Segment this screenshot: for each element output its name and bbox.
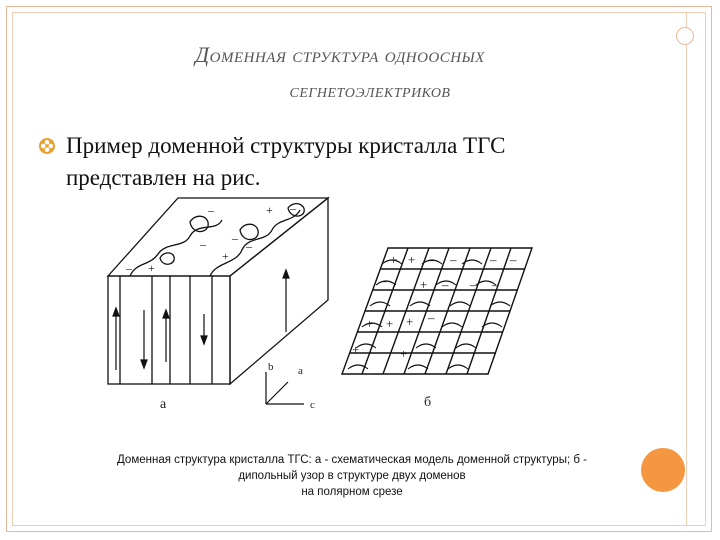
axis-triad — [265, 372, 304, 405]
caption-line-2: дипольный узор в структуре двух доменов — [238, 470, 466, 482]
svg-text:+: + — [386, 316, 393, 331]
figure-label-a: а — [160, 397, 167, 412]
axis-label-b: b — [268, 361, 274, 373]
svg-text:–: – — [427, 310, 435, 325]
crystal-side-face — [229, 196, 329, 386]
dipole-arcs — [347, 259, 511, 370]
slide-frame-inner — [12, 12, 706, 526]
crystal-block-diagram — [106, 196, 330, 386]
svg-text:–: – — [289, 201, 297, 215]
decorative-circle-bottom — [641, 448, 685, 492]
svg-text:+: + — [406, 314, 413, 329]
body-line-1: Пример доменной структуры кристалла ТГС — [66, 133, 506, 158]
svg-text:–: – — [245, 239, 253, 253]
svg-text:+: + — [222, 249, 229, 263]
slide-title-line2: сегнетоэлектриков — [289, 80, 451, 102]
figure-label-b: б — [424, 395, 431, 410]
body-line-2: представлен на рис. — [66, 165, 261, 190]
dipole-grid — [340, 247, 533, 375]
svg-text:+: + — [352, 342, 359, 357]
axis-label-c: c — [310, 399, 315, 411]
svg-text:–: – — [207, 203, 215, 217]
svg-text:+: + — [148, 261, 155, 275]
slide-title-line1: Доменная структура одноосных — [195, 42, 485, 67]
caption-line-1: Доменная структура кристалла ТГС: а - сх… — [117, 454, 587, 466]
decorative-circle-top — [676, 27, 694, 45]
svg-text:–: – — [449, 252, 457, 267]
crystal-sign-marks: +–– +–+ ––– — [125, 201, 297, 275]
svg-text:–: – — [125, 261, 133, 275]
axis-label-a: a — [298, 365, 303, 377]
flower-bullet-icon — [39, 138, 55, 154]
figure-caption: Доменная структура кристалла ТГС: а - сх… — [50, 452, 654, 500]
svg-text:+: + — [400, 346, 407, 361]
svg-text:–: – — [489, 252, 497, 267]
domain-structure-figure: +–– +–+ ––– b a c а ++–––– –+––– +++– — [106, 196, 533, 412]
svg-text:+: + — [390, 252, 397, 267]
slide-right-rule — [686, 12, 687, 526]
svg-text:–: – — [231, 231, 239, 245]
slide-body-text: Пример доменной структуры кристалла ТГС … — [66, 130, 626, 194]
crystal-polarization-arrows — [112, 268, 290, 370]
svg-text:–: – — [441, 277, 449, 292]
caption-line-3: на полярном срезе — [301, 486, 403, 498]
svg-text:+: + — [408, 252, 415, 267]
slide-frame-outer — [6, 6, 712, 532]
svg-text:–: – — [379, 273, 387, 288]
svg-text:+: + — [266, 203, 273, 217]
svg-text:–: – — [199, 237, 207, 251]
svg-text:+: + — [420, 277, 427, 292]
svg-text:–: – — [509, 252, 517, 267]
svg-text:–: – — [369, 344, 377, 359]
svg-text:–: – — [469, 277, 477, 292]
